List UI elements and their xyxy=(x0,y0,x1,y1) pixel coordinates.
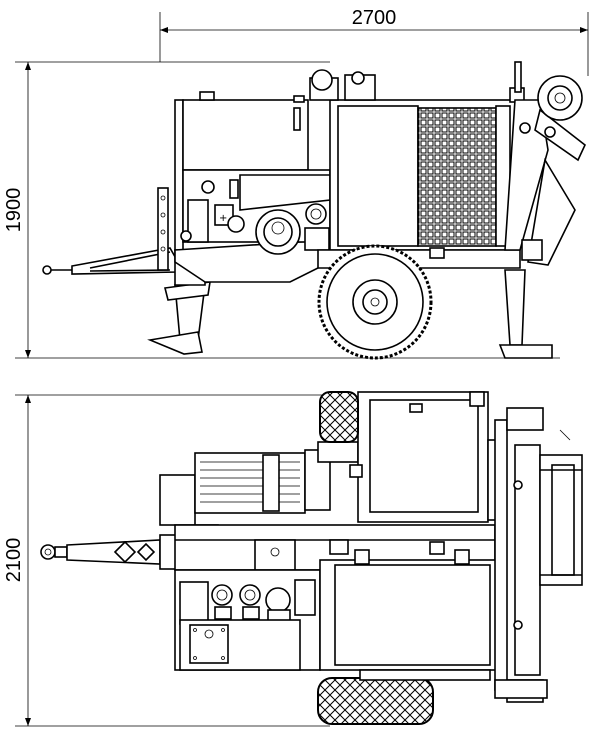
dimension-length-label: 2700 xyxy=(352,7,397,29)
top-drawbar xyxy=(40,539,161,565)
rear-boom xyxy=(504,75,586,266)
top-wheel-upper xyxy=(319,391,359,443)
dimension-width: 2100 xyxy=(3,394,330,727)
top-control-panel xyxy=(174,569,321,671)
top-lower-box xyxy=(319,549,501,671)
side-wheel xyxy=(317,244,433,360)
top-view xyxy=(40,391,583,725)
rear-jack xyxy=(498,269,553,359)
hydraulic-tank xyxy=(182,91,309,171)
svg-text:+: + xyxy=(219,213,227,224)
front-post xyxy=(157,187,169,271)
top-winch xyxy=(159,441,359,526)
drawbar xyxy=(42,247,179,275)
dimension-height: 1900 xyxy=(3,61,560,359)
frame-upright xyxy=(174,99,184,251)
side-view: + xyxy=(42,61,586,360)
top-wheel-lower xyxy=(317,677,434,725)
top-engine xyxy=(349,391,503,523)
dimension-length: 2700 xyxy=(159,7,589,76)
dimension-height-label: 1900 xyxy=(3,188,25,233)
dimension-width-label: 2100 xyxy=(3,538,25,583)
top-rear-frame xyxy=(494,407,583,703)
engine-housing xyxy=(309,61,525,251)
